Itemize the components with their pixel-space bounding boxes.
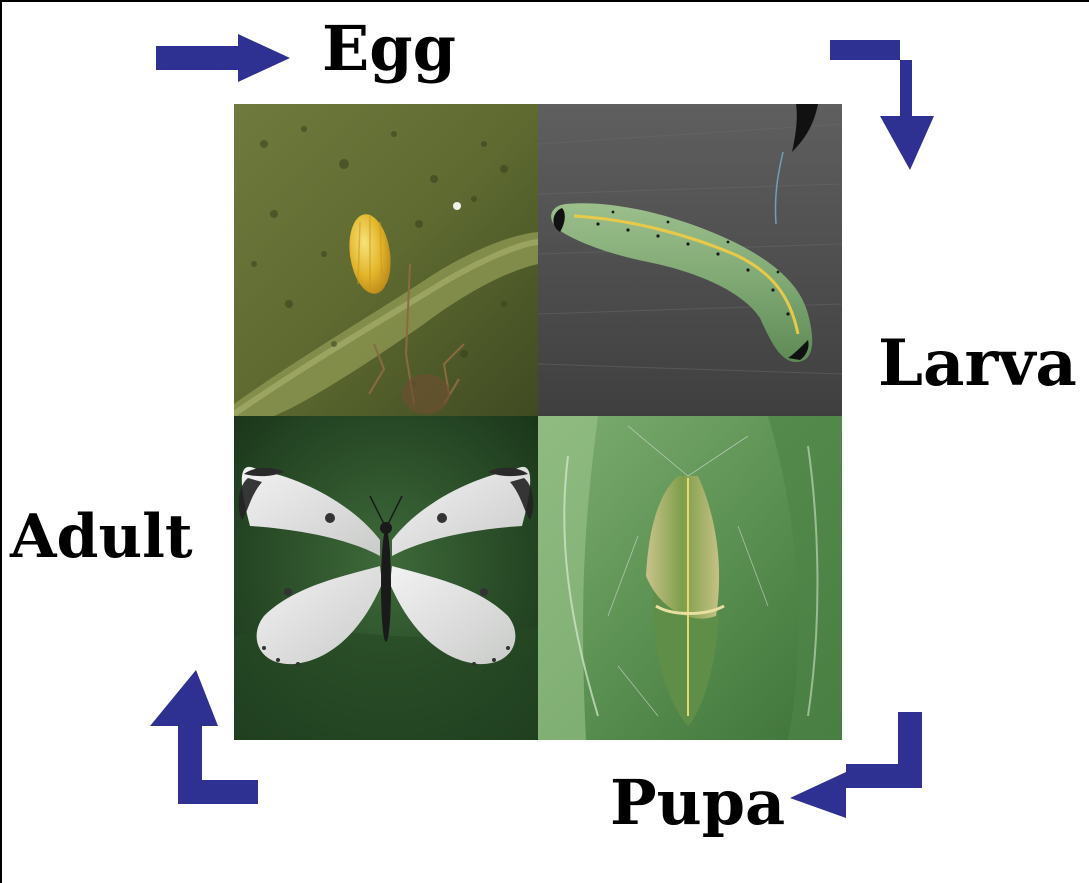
arrow-pupa-to-adult — [150, 670, 258, 804]
arrow-larva-to-pupa — [790, 712, 922, 818]
arrow-adult-to-egg — [156, 34, 290, 138]
arrow-egg-to-larva — [830, 40, 934, 170]
